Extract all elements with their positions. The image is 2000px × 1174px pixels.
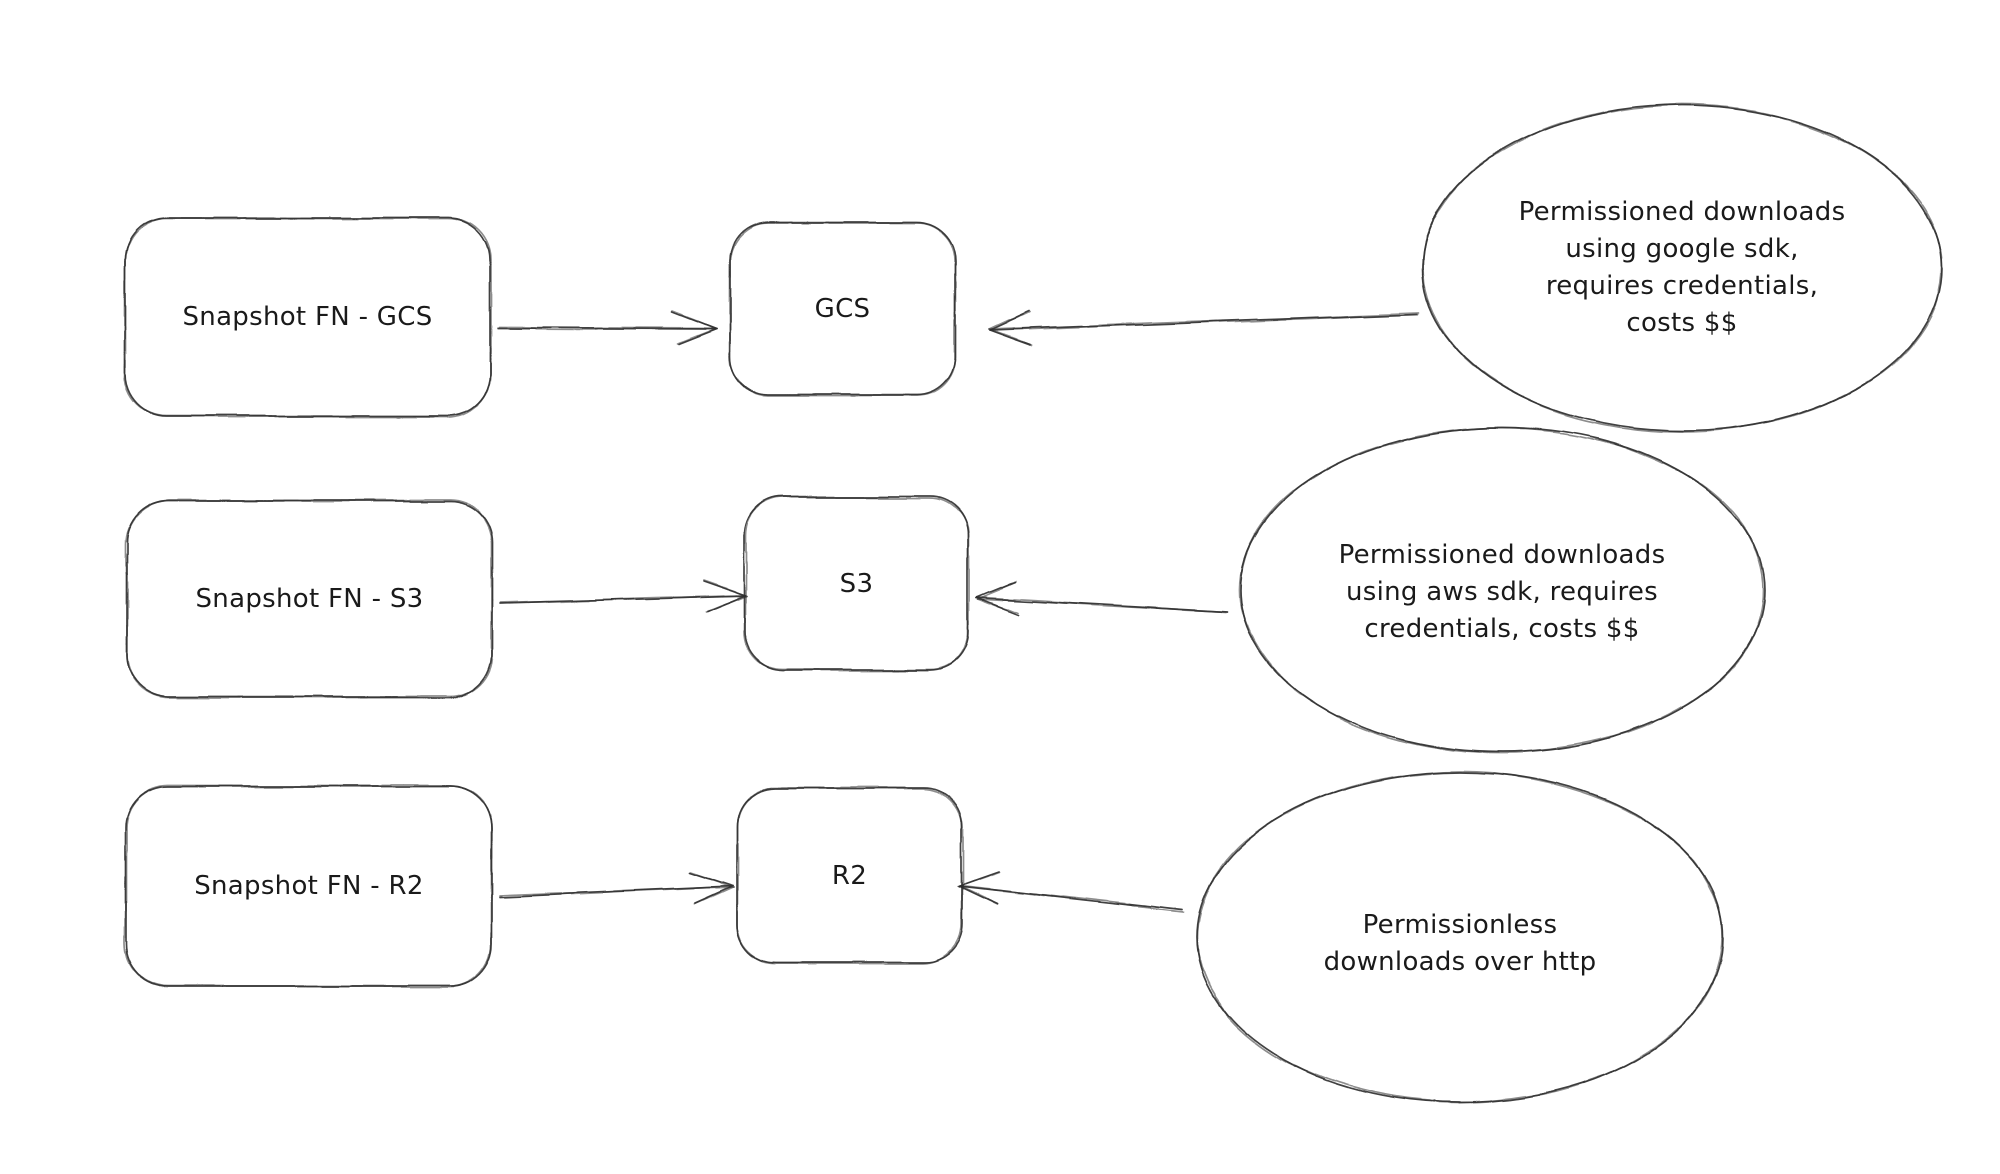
sketch-pass-2 — [124, 104, 1943, 1103]
sketch-pass-1 — [124, 104, 1943, 1103]
